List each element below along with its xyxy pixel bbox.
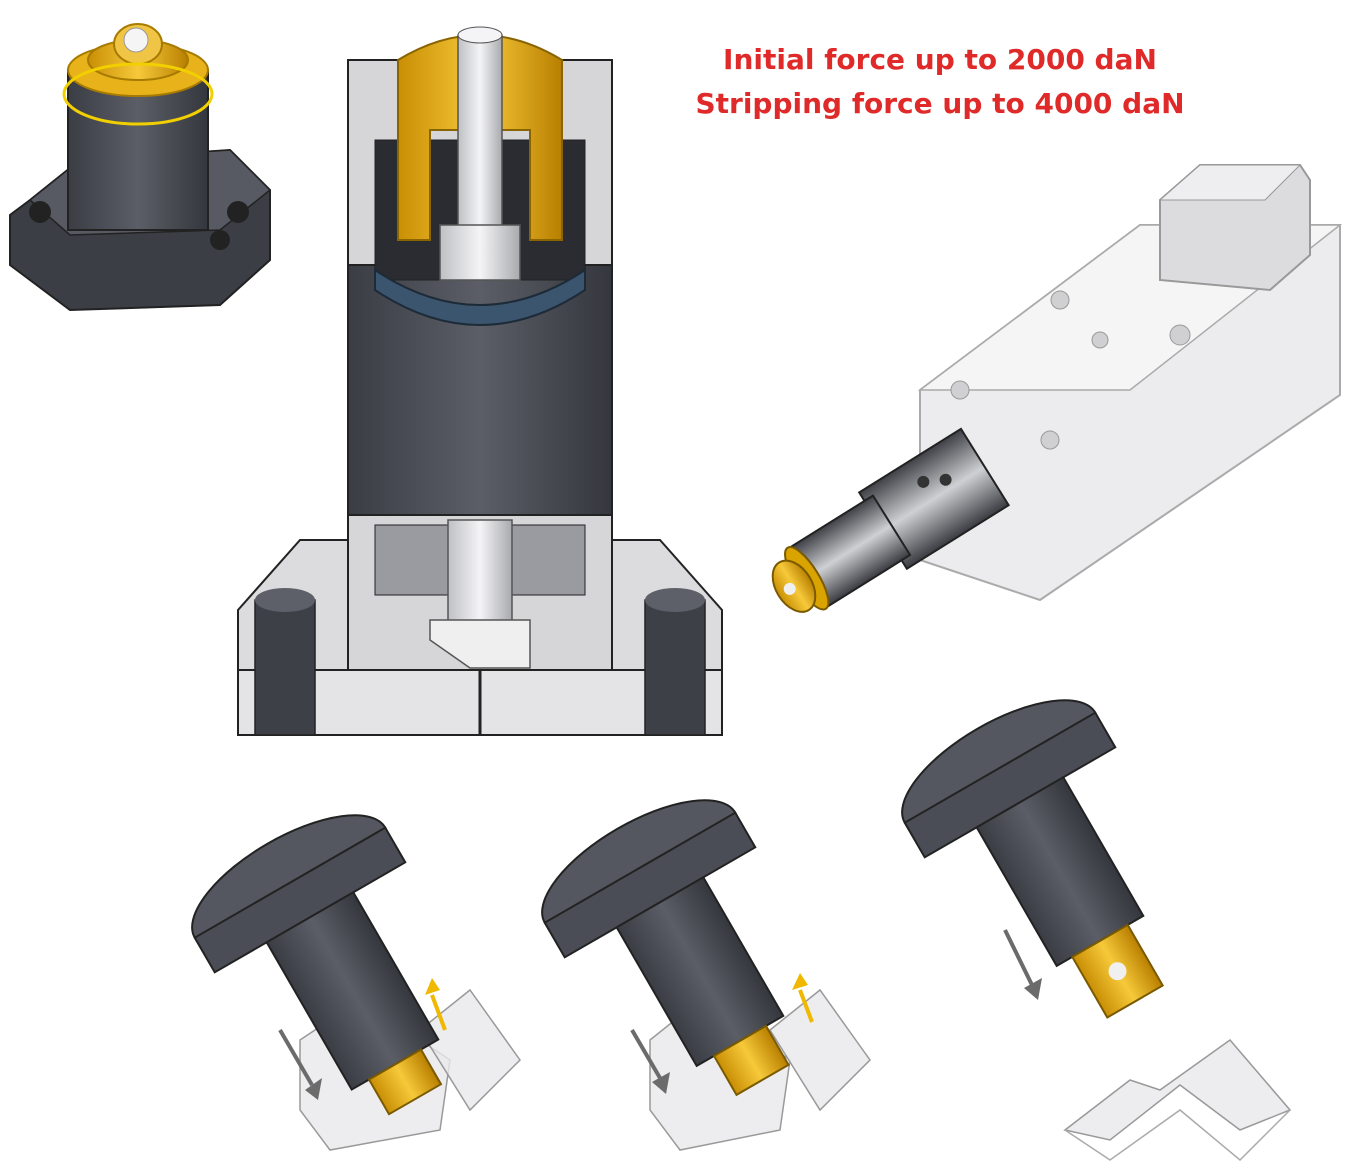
force-caption: Initial force up to 2000 daN Stripping f… — [640, 38, 1240, 126]
stripping-force-label: Stripping force up to 4000 daN — [695, 87, 1185, 120]
cross-section-unit — [237, 26, 723, 736]
mounting-block-unit — [771, 164, 1343, 613]
stripping-step-1 — [191, 814, 521, 1151]
stripping-step-2 — [541, 799, 871, 1151]
stripping-step-3 — [901, 699, 1292, 1162]
initial-force-label: Initial force up to 2000 daN — [723, 43, 1157, 76]
flanged-unit-small — [9, 23, 272, 312]
